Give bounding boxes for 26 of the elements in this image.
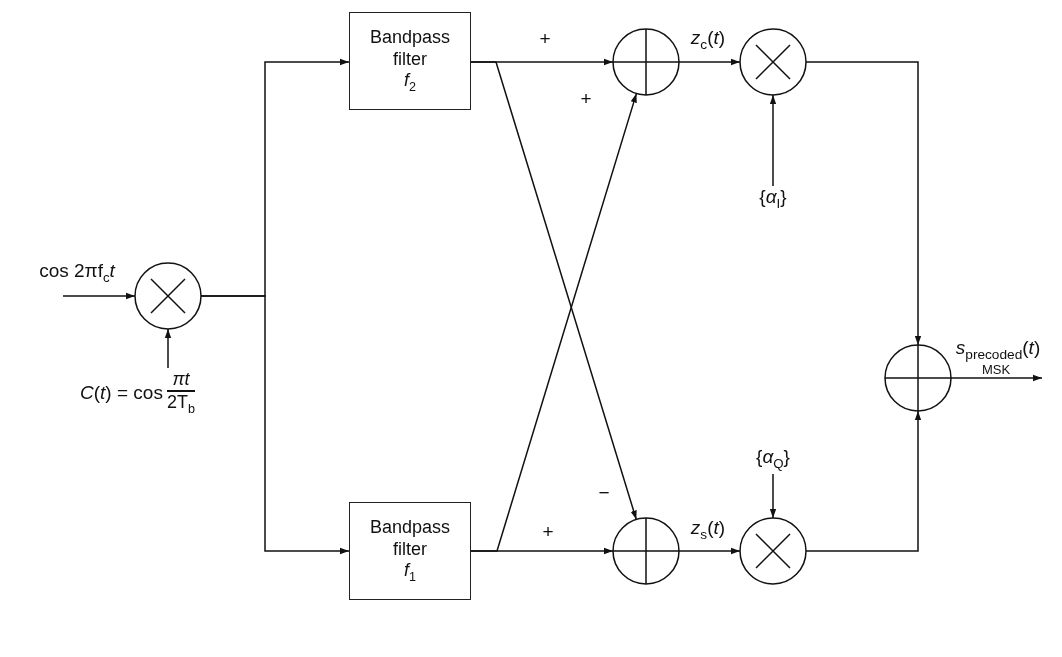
arrow: [769, 94, 777, 187]
block-label: f$_{1}$: [404, 560, 416, 585]
data-sequence-label: {α$_{Q}$}: [741, 446, 805, 472]
filter-box: [349, 502, 471, 600]
sign-label: +: [542, 521, 554, 541]
sign-label: −: [598, 482, 610, 502]
arrow: [62, 292, 136, 300]
input-signal-label: cos 2πf$_{c}$t: [22, 260, 132, 286]
fraction-numerator: πt: [172, 369, 190, 390]
adder-symbol: [612, 28, 680, 96]
arrow: [470, 547, 614, 555]
arrow: [164, 328, 172, 369]
subscript-label: MSK: [981, 362, 1011, 376]
sign-label: +: [580, 88, 592, 108]
block-label: f$_{2}$: [404, 70, 416, 95]
multiplier-symbol: [739, 28, 807, 96]
arrow: [769, 473, 777, 519]
sign-label: +: [539, 28, 551, 48]
adder-symbol: [612, 517, 680, 585]
filter-box: [349, 12, 471, 110]
fraction-denominator: 2T$_{b}$: [166, 392, 195, 417]
multiplier-symbol: [739, 517, 807, 585]
data-sequence-label: {α$_{I}$}: [743, 186, 803, 212]
adder-symbol: [884, 344, 952, 412]
multiplier-symbol: [134, 262, 202, 330]
formula-text: C(t) = cos: [80, 382, 163, 404]
